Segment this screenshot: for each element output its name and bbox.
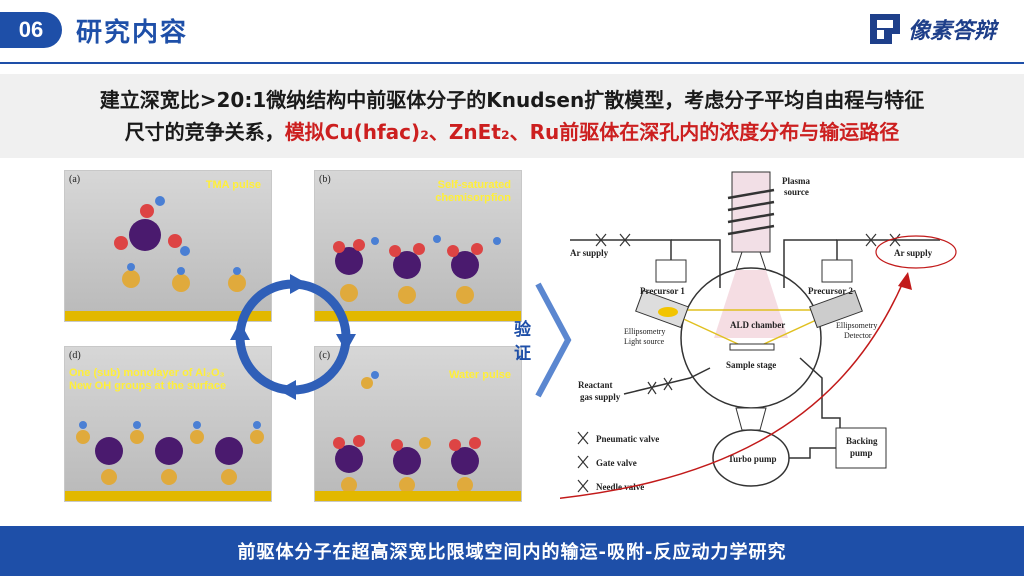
substrate-floor (315, 311, 521, 321)
backing-pump-label-2: pump (850, 448, 873, 458)
logo-text: 像素答辩 (907, 19, 996, 44)
header-divider (0, 62, 1024, 64)
subtitle-line-1: 建立深宽比>20:1微纳结构中前驱体分子的Knudsen扩散模型，考虑分子平均自… (99, 88, 925, 112)
panel-c-caption: Water pulse (449, 369, 511, 381)
water-pulse-illustration (333, 371, 481, 493)
turbo-pump-label: Turbo pump (728, 454, 776, 464)
reactant-label-2: gas supply (580, 392, 621, 402)
ald-reactor-schematic: Plasma source ALD chamber Sample stage E… (560, 171, 957, 499)
plasma-source-label-2: source (784, 187, 809, 197)
substrate-floor (65, 491, 271, 501)
sample-stage-label: Sample stage (726, 360, 776, 370)
tma-molecule-illustration (114, 196, 246, 292)
precursor-2-label: Precursor 2 (808, 286, 853, 296)
precursor-1-label: Precursor 1 (640, 286, 685, 296)
chemisorption-illustration (333, 235, 501, 304)
ald-chamber-label: ALD chamber (730, 320, 785, 330)
header: 06 研究内容 像素答辩 (0, 0, 1024, 62)
ellipsometry-light-label-2: Light source (624, 337, 665, 346)
ald-panel-b: (b) Self-saturated chemisorpfion (314, 170, 522, 322)
legend-needle-valve: Needle valve (596, 482, 644, 492)
panel-a-caption: TMA pulse (205, 179, 261, 191)
panel-d-caption-1: One (sub) monolayer of Al₂O₃ (69, 367, 225, 379)
chevron-right-icon (535, 282, 572, 398)
legend-gate-valve: Gate valve (596, 458, 637, 468)
ald-panel-c: (c) Water pulse (314, 346, 522, 502)
panel-a-label: (a) (69, 174, 81, 185)
section-title: 研究内容 (76, 18, 189, 48)
reactant-label-1: Reactant (578, 380, 613, 390)
section-number-badge: 06 (0, 12, 62, 48)
ar-supply-right-label: Ar supply (894, 248, 933, 258)
verify-char-1: 验 (514, 320, 531, 340)
verify-label: 验 证 (514, 318, 531, 366)
subtitle-line-2-plain: 尺寸的竞争关系， (124, 120, 285, 144)
substrate-floor (315, 491, 521, 501)
backing-pump-label-1: Backing (846, 436, 878, 446)
panel-b-caption-1: Self-saturated (437, 179, 511, 191)
ald-panel-a: (a) TMA pulse (64, 170, 272, 322)
panel-d-caption-2: New OH groups at the surface (69, 380, 227, 392)
logo-mark-icon (869, 14, 900, 44)
ellipsometry-detector-label-2: Detector (844, 331, 872, 340)
logo: 像素答辩 (868, 12, 996, 46)
footer-banner: 前驱体分子在超高深宽比限域空间内的输运-吸附-反应动力学研究 (0, 526, 1024, 576)
subtitle-line-2-highlight: 模拟Cu(hfac)₂、ZnEt₂、Ru前驱体在深孔内的浓度分布与输运路径 (284, 120, 900, 144)
ellipsometry-detector-label-1: Ellipsometry (836, 321, 877, 330)
verify-char-2: 证 (514, 344, 531, 364)
ar-supply-left-label: Ar supply (570, 248, 609, 258)
monolayer-illustration (76, 421, 264, 485)
panel-b-caption-2: chemisorpfion (435, 192, 511, 204)
subtitle-band (0, 74, 1024, 158)
legend-pneumatic-valve: Pneumatic valve (596, 434, 659, 444)
plasma-source-label-1: Plasma (782, 176, 810, 186)
panel-c-label: (c) (319, 350, 331, 361)
cycle-arrows-icon (230, 274, 356, 400)
ellipsometry-light-label-1: Ellipsometry (624, 327, 665, 336)
substrate-floor (65, 311, 271, 321)
panel-b-label: (b) (319, 174, 331, 185)
ald-panel-d: (d) One (sub) monolayer of Al₂O₃ New OH … (64, 346, 272, 502)
panel-d-label: (d) (69, 350, 81, 361)
subtitle-line-2: 尺寸的竞争关系，模拟Cu(hfac)₂、ZnEt₂、Ru前驱体在深孔内的浓度分布… (0, 116, 1024, 145)
